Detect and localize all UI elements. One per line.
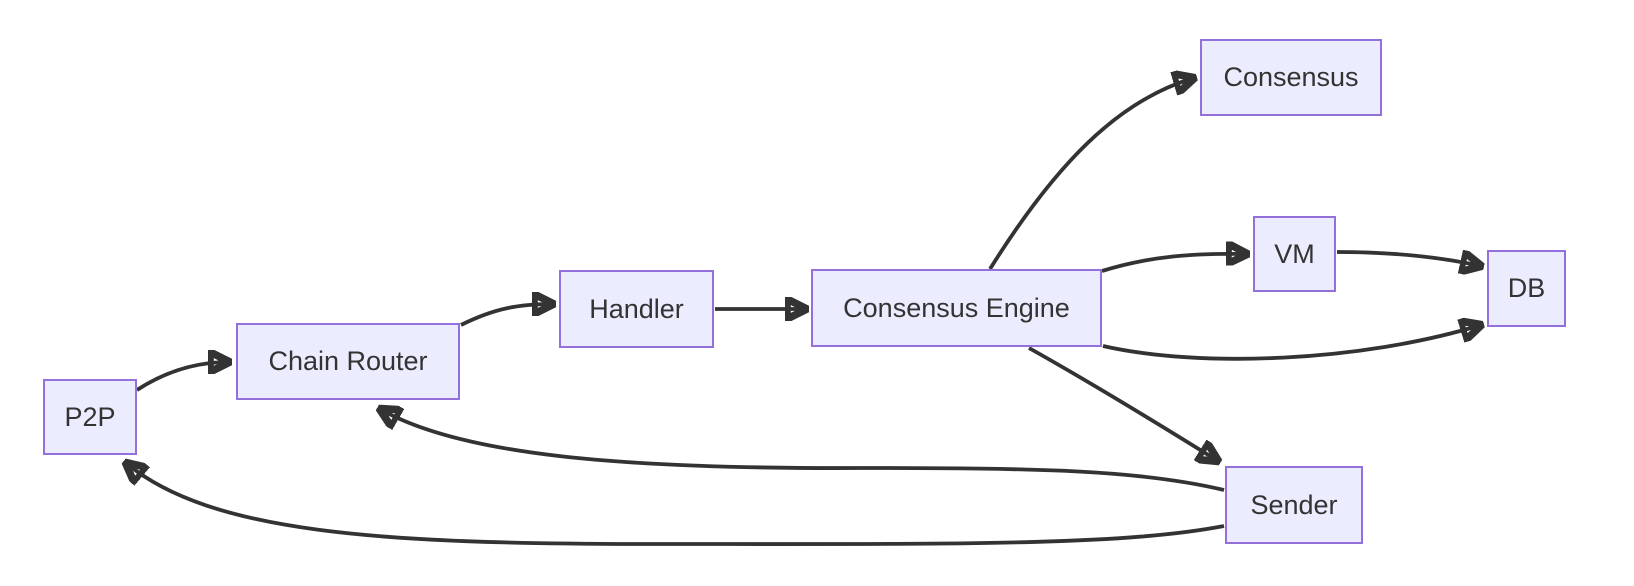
node-sender: Sender [1225, 466, 1363, 544]
node-consensus-engine: Consensus Engine [811, 269, 1102, 347]
node-p2p: P2P [43, 379, 137, 455]
node-db: DB [1487, 250, 1566, 327]
edge-consensus-engine-to-db [1102, 325, 1481, 361]
node-vm-label: VM [1274, 238, 1315, 269]
edge-sender-to-p2p [126, 463, 1225, 546]
node-p2p-label: P2P [64, 401, 116, 432]
edge-chain-router-to-handler [460, 304, 553, 327]
node-vm: VM [1253, 216, 1336, 292]
edge-sender-to-chain-router [380, 409, 1225, 492]
node-chain-router-label: Chain Router [268, 346, 428, 376]
node-handler-label: Handler [589, 293, 684, 324]
node-sender-label: Sender [1250, 489, 1338, 520]
edge-consensus-engine-to-consensus [988, 78, 1194, 271]
node-chain-router: Chain Router [236, 323, 460, 400]
edge-consensus-engine-to-vm [1101, 254, 1247, 273]
node-consensus-engine-label: Consensus Engine [843, 292, 1070, 323]
node-db-label: DB [1507, 273, 1546, 303]
node-handler: Handler [559, 270, 714, 348]
node-consensus-label: Consensus [1223, 62, 1359, 92]
edge-vm-to-db [1336, 252, 1481, 266]
node-consensus: Consensus [1200, 39, 1382, 116]
edge-p2p-to-chain-router [135, 362, 229, 392]
edge-consensus-engine-to-sender [1028, 346, 1218, 461]
